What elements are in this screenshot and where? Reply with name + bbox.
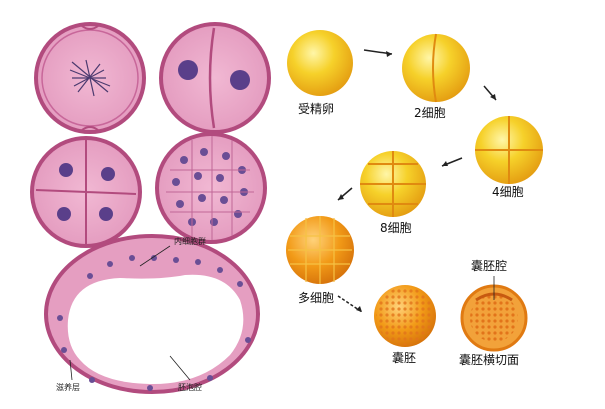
stage-morula: 多细胞 [286,216,354,305]
eight-cell-label: 8细胞 [380,221,412,235]
stage-zygote: 受精卵 [287,30,353,116]
stage-blastocyst: 囊胚 [374,285,436,365]
blastocyst-label: 囊胚 [392,350,416,365]
histology-blastocyst: 内细胞群 滋养层 胚泡腔 [44,234,260,394]
stage-four-cell: 4细胞 [475,116,543,199]
spindle-icon [69,59,111,97]
histology-zygote [34,22,146,134]
stage-eight-cell: 8细胞 [360,151,426,235]
histology-morula [155,132,267,244]
trophoblast-label: 滋养层 [56,382,80,392]
morula-label: 多细胞 [298,291,334,305]
blastocyst-cavity-label: 囊胚腔 [471,258,507,273]
stage-two-cell: 2细胞 [402,33,470,120]
inner-cell-mass-label: 内细胞群 [174,236,206,246]
four-cell-label: 4细胞 [492,185,524,199]
histology-two-cell [159,22,271,134]
stage-blastocyst-section: 囊胚腔 囊胚横切面 [459,258,528,367]
blastocoel-label: 胚泡腔 [178,382,202,392]
two-cell-label: 2细胞 [414,106,446,120]
blastocyst-section-label: 囊胚横切面 [459,352,519,367]
zygote-label: 受精卵 [298,102,334,116]
histology-four-cell [30,136,142,248]
